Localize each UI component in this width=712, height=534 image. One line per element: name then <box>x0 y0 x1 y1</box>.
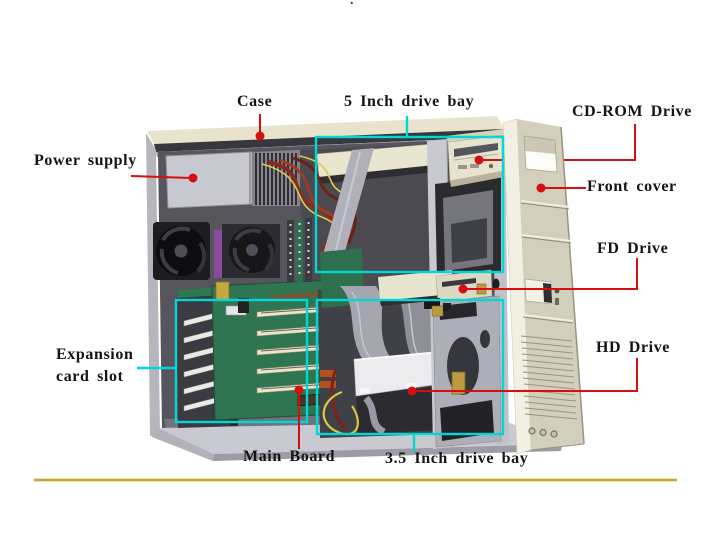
case-fan-graphic <box>153 222 210 280</box>
label-power-supply: Power supply <box>34 152 137 169</box>
power-supply-dot <box>188 173 198 183</box>
three-five-bay-highlight <box>315 298 505 436</box>
label-hd-drive: HD Drive <box>596 339 671 356</box>
label-5inch-drive-bay: 5 Inch drive bay <box>344 93 475 110</box>
vent-hatch-graphic <box>520 335 578 420</box>
main-board-dot <box>294 385 304 395</box>
cdrom-dot <box>474 155 484 165</box>
case-dot <box>255 131 265 141</box>
ram-modules-graphic <box>287 218 312 282</box>
label-expansion-line1: Expansion <box>56 346 134 363</box>
label-cdrom-drive: CD-ROM Drive <box>572 103 692 120</box>
power-supply-graphic <box>165 151 253 209</box>
label-expansion-line2: card slot <box>56 368 124 385</box>
artifact-dot: . <box>350 0 354 8</box>
hd-drive-graphic <box>353 351 441 397</box>
power-supply-leader <box>130 175 192 179</box>
hd-drive-dot <box>407 386 417 396</box>
label-35inch-drive-bay: 3.5 Inch drive bay <box>385 450 529 467</box>
leader-lines <box>130 114 638 449</box>
cpu-cooler-graphic <box>214 224 280 278</box>
front-cover-graphic <box>502 118 585 455</box>
label-expansion-card-slot: Expansion card slot <box>56 344 133 388</box>
fd-drive-leader <box>467 258 638 290</box>
hd-drive-leader <box>416 358 638 392</box>
bay-highlight-boxes <box>137 116 505 452</box>
fd-drive-dot <box>458 284 468 294</box>
front-cover-dot <box>536 183 546 193</box>
label-case: Case <box>237 93 273 110</box>
five-inch-bay-highlight <box>314 135 505 274</box>
label-fd-drive: FD Drive <box>597 240 669 257</box>
leader-dots <box>188 131 546 396</box>
expansion-slot-highlight <box>174 298 309 424</box>
ribbon-cable-upper-graphic <box>322 148 374 262</box>
label-main-board: Main Board <box>243 448 336 465</box>
front-metal-panel-graphic <box>432 295 502 448</box>
label-front-cover: Front cover <box>587 178 677 195</box>
